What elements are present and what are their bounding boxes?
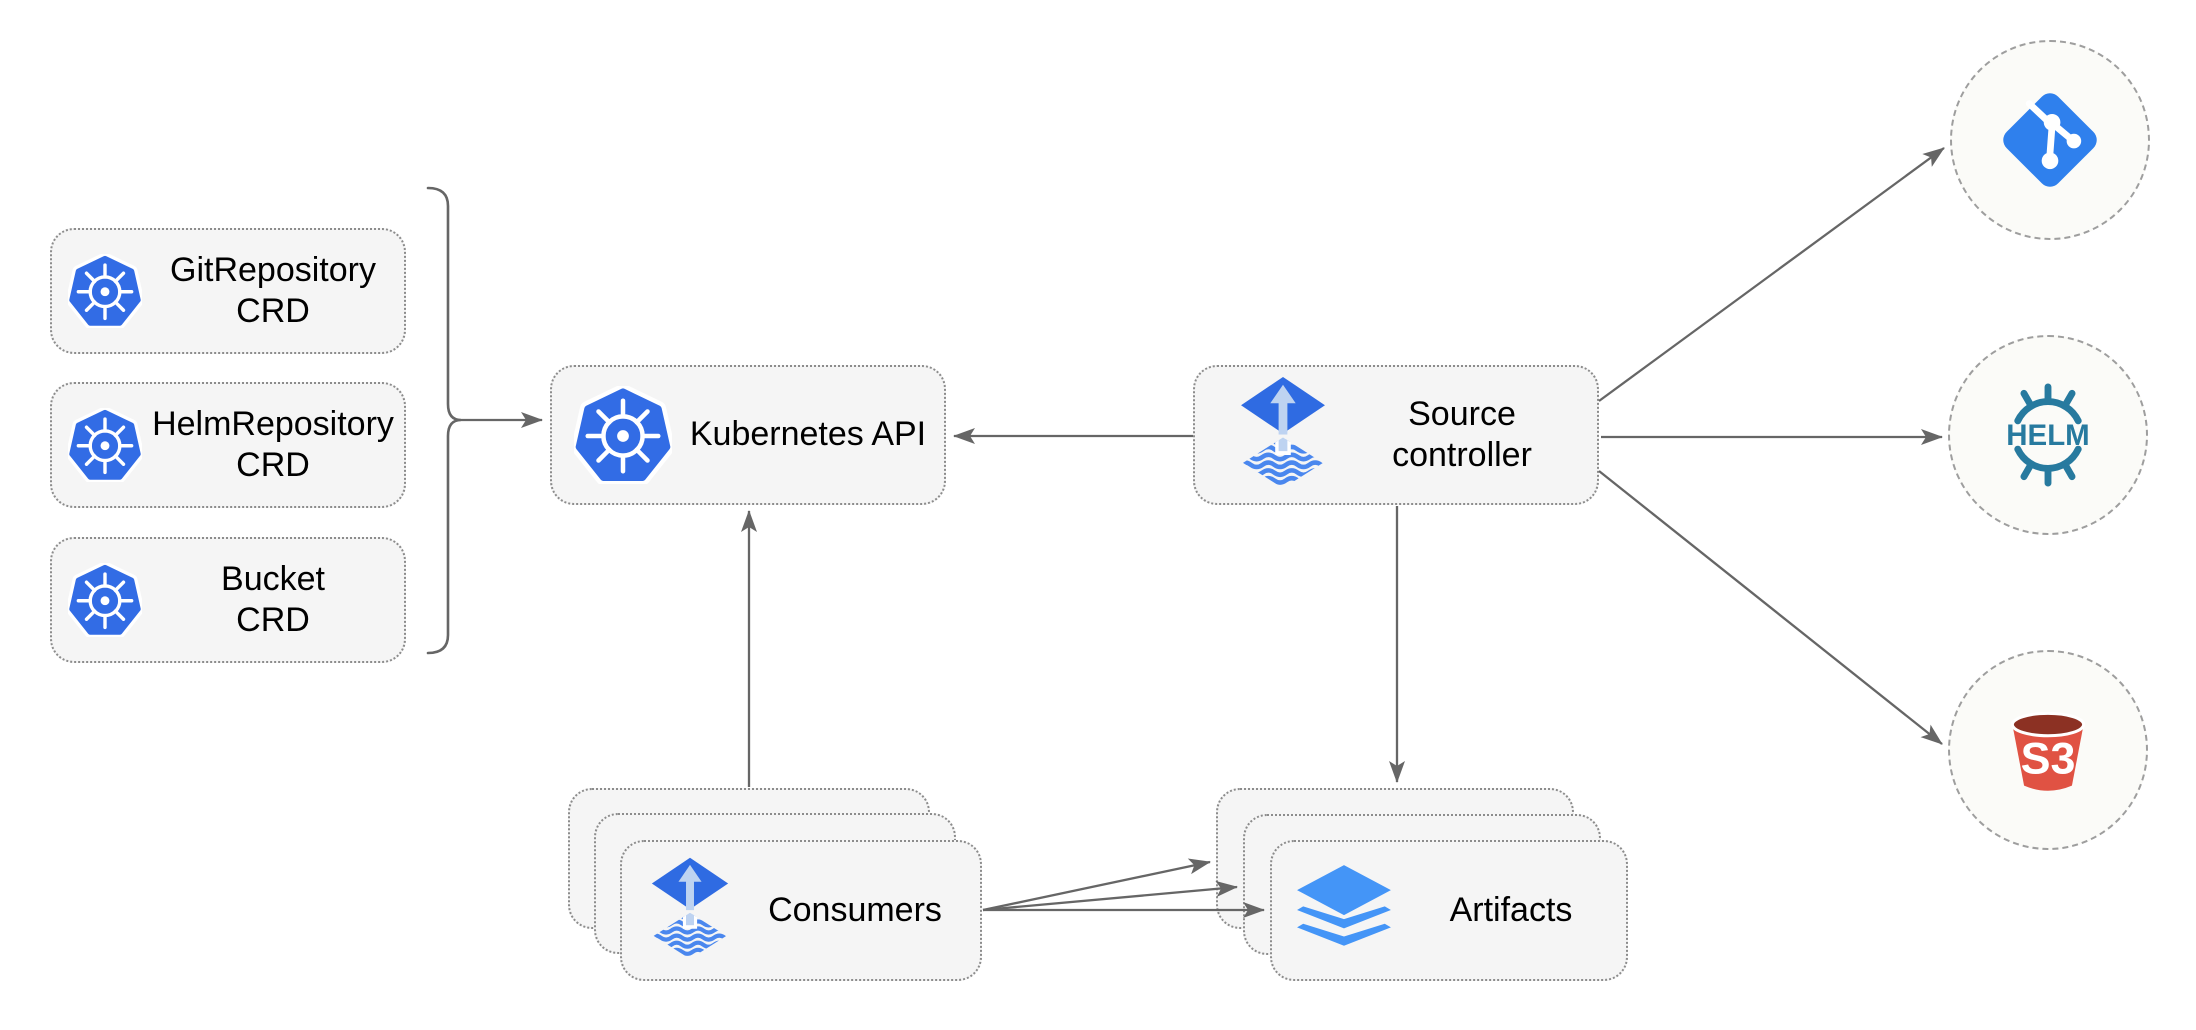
crd-label-line2: CRD (236, 446, 310, 484)
s3-source-circle: S3 (1948, 650, 2148, 850)
source-controller-line2: controller (1392, 436, 1532, 474)
artifacts-node: Artifacts (1270, 840, 1628, 981)
kubernetes-api-node: Kubernetes API (550, 365, 946, 505)
node-label: Consumers (730, 890, 980, 931)
kubernetes-icon (68, 254, 142, 328)
node-label: Kubernetes API (672, 414, 944, 455)
s3-label: S3 (2021, 733, 2076, 783)
consumers-label: Consumers (768, 890, 942, 929)
node-label: Source controller (1327, 394, 1597, 477)
node-label: Bucket CRD (142, 559, 404, 642)
gitrepository-crd-node: GitRepository CRD (50, 228, 406, 354)
flux-icon (1239, 375, 1327, 496)
bucket-crd-node: Bucket CRD (50, 537, 406, 663)
layers-icon (1297, 865, 1391, 946)
git-icon (2003, 93, 2097, 187)
git-source-circle (1950, 40, 2150, 240)
helmrepository-crd-node: HelmRepository CRD (50, 382, 406, 508)
node-label: GitRepository CRD (142, 250, 404, 333)
artifacts-label: Artifacts (1449, 890, 1573, 929)
kubernetes-icon (68, 563, 142, 637)
kubernetes-icon (574, 386, 672, 484)
node-label: Artifacts (1396, 890, 1626, 931)
crd-group-bracket (426, 186, 462, 655)
helm-label: HELM (2006, 419, 2089, 452)
crd-label-line1: Bucket (221, 559, 325, 598)
helm-icon: HELM (2006, 383, 2090, 487)
edge-consumers-to-artifacts-back (982, 858, 1211, 912)
kubernetes-icon (68, 408, 142, 482)
source-controller-node: Source controller (1193, 365, 1599, 505)
crd-label-line1: GitRepository (170, 250, 376, 289)
edge-consumers-to-artifacts-middle (982, 880, 1238, 912)
crd-label-line1: HelmRepository (152, 404, 394, 443)
crd-label-line2: CRD (236, 292, 310, 330)
consumers-node: Consumers (620, 840, 982, 981)
node-label: HelmRepository CRD (142, 404, 404, 487)
kubernetes-api-label: Kubernetes API (689, 415, 927, 454)
s3-icon: S3 (2010, 711, 2086, 791)
crd-label-line2: CRD (236, 601, 310, 639)
source-controller-line1: Source (1408, 394, 1516, 433)
edge-source-to-s3 (1598, 470, 1943, 745)
edge-source-to-git (1598, 147, 1945, 402)
helm-source-circle: HELM (1948, 335, 2148, 535)
flux-icon (650, 856, 730, 966)
